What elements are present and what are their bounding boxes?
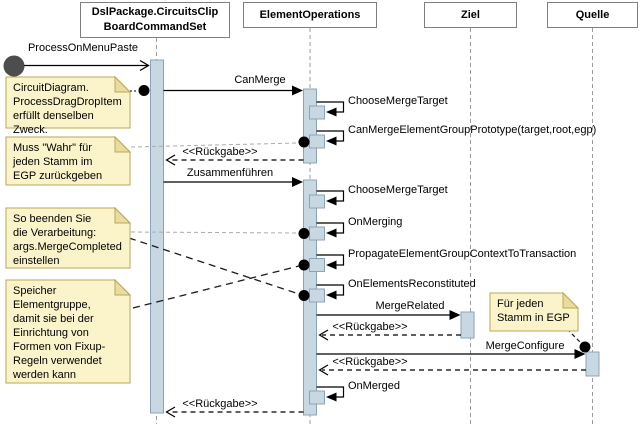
subactivation-onmerged	[309, 390, 325, 405]
arrowhead-mergeconfigure	[574, 349, 586, 359]
activation-commandset	[150, 59, 164, 414]
subactivation-choosemergetarget-2	[309, 194, 325, 209]
selfcall-choosemergetarget-2	[316, 190, 345, 202]
message-label-choosemergetarget-2: ChooseMergeTarget	[348, 184, 448, 196]
message-label-return-4: <<Rückgabe>>	[182, 398, 258, 410]
message-label-processonmenupaste: ProcessOnMenuPaste	[27, 42, 139, 54]
note-fold-for-each-root	[562, 291, 580, 309]
selfcall-onmerging	[316, 222, 345, 234]
note-same-purpose: CircuitDiagram. ProcessDragDropItem erfü…	[13, 82, 122, 136]
arrowhead-onelementsreconstituted	[326, 290, 337, 300]
participant-elementoperations: ElementOperations	[243, 2, 377, 28]
selfcall-propagate	[316, 254, 345, 266]
note-anchor-dot-onelements	[298, 290, 310, 301]
note-fold-same-purpose	[114, 75, 132, 93]
note-for-each-root: Für jeden Stamm in EGP	[497, 298, 570, 324]
note-anchor-dot-canmerge-send	[138, 85, 150, 96]
arrowhead-mergerelated	[449, 310, 461, 320]
subactivation-onmerging	[309, 226, 325, 241]
message-label-onelementsreconstituted: OnElementsReconstituted	[348, 278, 476, 290]
message-label-propagate: PropagateElementGroupContextToTransactio…	[348, 248, 577, 260]
selfcall-onmerged	[316, 386, 345, 398]
message-label-return-2: <<Rückgabe>>	[332, 321, 408, 333]
note-store-element-group: Speicher Elementgruppe, damit sie bei de…	[13, 285, 106, 381]
arrowhead-onmerging	[326, 228, 337, 238]
note-shape-store-element-group	[5, 279, 131, 384]
arrowhead-merge	[292, 177, 303, 187]
note-fold-store-element-group	[114, 278, 132, 296]
arrowhead-propagate	[326, 260, 337, 270]
note-shape-same-purpose	[5, 76, 131, 129]
note-anchor-dot-mergeconfigure	[579, 341, 591, 353]
arrowhead-return-canmerge	[165, 154, 176, 166]
activation-elementoperations-canmerge	[303, 88, 317, 164]
note-shape-for-each-root	[489, 292, 579, 332]
activation-ziel	[460, 311, 475, 339]
note-end-processing: So beenden Sie die Verarbeitung: args.Me…	[13, 213, 122, 267]
selfcall-canmergeegp	[316, 130, 345, 142]
message-label-onmerged: OnMerged	[348, 380, 400, 392]
note-shape-end-processing	[5, 207, 131, 269]
activation-quelle	[585, 351, 600, 377]
found-message-dot	[3, 55, 25, 77]
subactivation-propagate	[309, 258, 325, 272]
message-label-canmergeegp: CanMergeElementGroupPrototype(target,roo…	[348, 124, 597, 136]
note-fold-must-return-true	[114, 135, 132, 153]
message-label-merge: Zusammenführen	[186, 167, 274, 179]
arrowhead-choosemergetarget-1	[326, 107, 337, 117]
participant-quelle: Quelle	[547, 2, 638, 28]
arrowhead-open-processonmenupaste	[139, 59, 150, 72]
subactivation-choosemergetarget-1	[309, 105, 325, 120]
message-label-return-1: <<Rückgabe>>	[182, 146, 258, 158]
arrowhead-return-mergeconfigure	[318, 364, 329, 376]
note-connector-store-element-group	[132, 265, 300, 309]
arrowhead-return-mergerelated	[318, 329, 329, 341]
arrowhead-canmergeegp	[326, 136, 337, 146]
message-label-canmerge: CanMerge	[234, 74, 286, 86]
message-label-onmerging: OnMerging	[348, 216, 403, 228]
participant-commandset: DslPackage.CircuitsClip BoardCommandSet	[80, 2, 230, 38]
message-label-return-3: <<Rückgabe>>	[332, 356, 408, 368]
subactivation-canmergeegp	[309, 134, 325, 149]
arrowhead-choosemergetarget-2	[326, 196, 337, 206]
subactivation-onelementsreconstituted	[309, 288, 325, 303]
note-connector-end-processing-b	[128, 237, 300, 295]
note-shape-must-return-true	[5, 136, 131, 186]
arrowhead-canmerge	[292, 85, 303, 96]
selfcall-choosemergetarget-1	[316, 101, 345, 113]
note-fold-end-processing	[114, 206, 132, 224]
arrowhead-onmerged	[326, 392, 337, 402]
note-anchor-dot-canmergeegp	[298, 136, 310, 148]
selfcall-onelementsreconstituted	[316, 284, 345, 296]
message-label-mergeconfigure: MergeConfigure	[485, 340, 565, 352]
message-label-choosemergetarget-1: ChooseMergeTarget	[348, 95, 448, 107]
arrowhead-return-merge	[165, 406, 176, 418]
note-anchor-dot-onmerging	[298, 228, 310, 239]
note-anchor-dot-propagate	[298, 259, 310, 271]
note-must-return-true: Muss "Wahr" für jeden Stamm im EGP zurüc…	[13, 142, 103, 182]
participant-ziel: Ziel	[424, 2, 517, 28]
message-label-mergerelated: MergeRelated	[375, 300, 445, 312]
